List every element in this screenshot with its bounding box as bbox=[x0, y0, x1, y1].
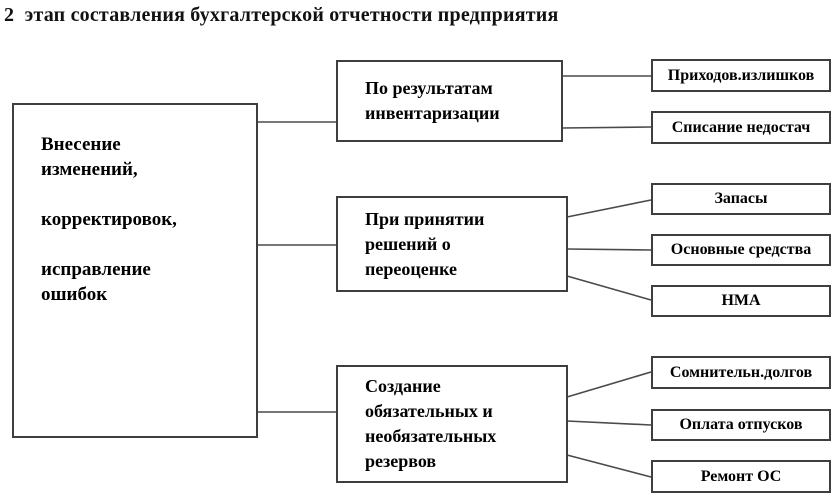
connector-branch2-leaf1 bbox=[566, 199, 652, 218]
leaf-box-doubtful-debts: Сомнительн.долгов bbox=[651, 356, 831, 389]
leaf-box-vacation-pay: Оплата отпусков bbox=[651, 409, 831, 441]
branch-box-revaluation-decisions: При принятии решений о переоценке bbox=[336, 196, 568, 292]
leaf-box-inventories: Запасы bbox=[651, 183, 831, 215]
connector-branch3-leaf3 bbox=[566, 454, 652, 478]
connector-branch1-leaf2 bbox=[561, 126, 652, 129]
branch-box-reserves-creation: Создание обязательных и необязательных р… bbox=[336, 365, 568, 483]
leaf-box-surplus-receipts: Приходов.излишков bbox=[651, 59, 831, 92]
connector-branch3-leaf1 bbox=[566, 371, 652, 398]
root-box-changes-corrections: Внесение изменений, корректировок, испра… bbox=[12, 103, 258, 438]
branch-box-inventory-results: По результатам инвентаризации bbox=[336, 60, 563, 142]
leaf-box-fixed-asset-repair: Ремонт ОС bbox=[651, 460, 831, 493]
diagram-title: 2 этап составления бухгалтерской отчетно… bbox=[4, 4, 559, 26]
leaf-box-shortage-writeoff: Списание недостач bbox=[651, 111, 831, 144]
leaf-box-fixed-assets: Основные средства bbox=[651, 234, 831, 266]
connector-branch2-leaf3 bbox=[566, 275, 652, 301]
connector-branch2-leaf2 bbox=[566, 248, 652, 251]
connector-branch3-leaf2 bbox=[566, 420, 652, 426]
leaf-box-intangible-assets: НМА bbox=[651, 285, 831, 317]
